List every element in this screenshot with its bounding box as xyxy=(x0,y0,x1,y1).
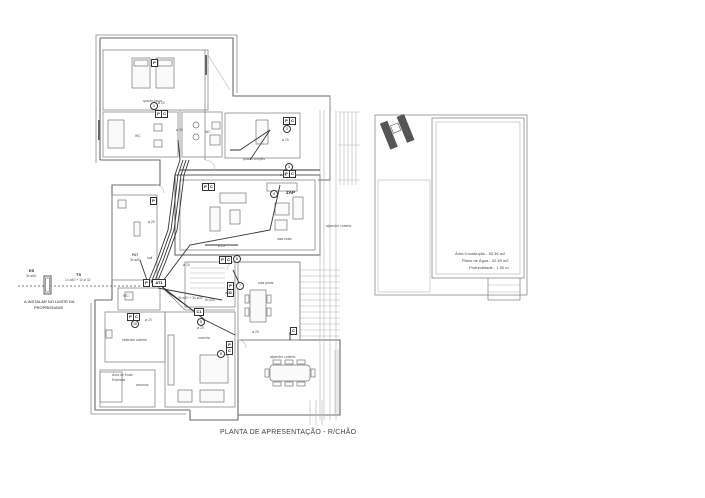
deck-stairs xyxy=(300,269,340,425)
conduit-label: ø 20 xyxy=(145,318,152,322)
dining-table xyxy=(264,359,316,387)
es-label: ES xyxy=(29,268,35,273)
ts-sub-label: 1x ø40 + 1x ø 32 xyxy=(65,278,91,282)
panel-c: C xyxy=(289,117,296,125)
room-label-alpendre-2: alpendre coberto xyxy=(270,355,296,359)
conduit-label: ø 20 xyxy=(280,173,287,177)
zap-label: ZAP xyxy=(286,190,295,195)
circle-number: 3 xyxy=(285,163,293,171)
pat-sub-label: 3x ø40 xyxy=(130,258,141,262)
room-label-alpendre: alpendre coberto xyxy=(326,224,352,228)
room-label-estendal-2: Estendal xyxy=(112,378,126,382)
panel-p: P xyxy=(150,197,157,205)
supply-line xyxy=(18,275,140,295)
room-label-hall: hall xyxy=(147,256,153,260)
room-label-arrumos: arrumos xyxy=(136,383,149,387)
conduit-label: ø 20 xyxy=(197,326,204,330)
middle-table xyxy=(237,261,301,341)
circle-number: 5 xyxy=(197,318,205,326)
conduit-label: ø 20 xyxy=(225,291,232,295)
room-label-quarto-casal: quarto casal xyxy=(143,99,162,103)
bedroom-wing xyxy=(98,49,301,160)
circle-number: 4 xyxy=(270,190,278,198)
pool-profundidade: Profundidade - 1.50 m xyxy=(469,265,509,270)
pool-area xyxy=(374,113,528,301)
panel-p: P xyxy=(143,279,150,287)
panel-c: C xyxy=(161,110,168,118)
conduit-label: ø 20 xyxy=(148,220,155,224)
room-label-wc3: WC xyxy=(123,294,129,298)
room-label-quarto-simples: quarto simples xyxy=(243,157,266,161)
pat-label: PAT xyxy=(132,253,139,257)
pool-area-construcao: Área Construção - 53.36 m2 xyxy=(455,251,506,256)
circle-number: 7 xyxy=(236,282,244,290)
panel-p: P xyxy=(151,59,158,67)
circle-number: 8 xyxy=(217,350,225,358)
conduit-cable-label: 6x ø32 xyxy=(205,298,216,302)
drawing-title: PLANTA DE APRESENTAÇÃO - R/CHÃO xyxy=(220,429,357,436)
room-label-sala-estar: sala estar xyxy=(277,237,292,241)
es-sub-label: 3x ø40 xyxy=(26,274,37,278)
room-label-sala-jantar: sala jantar xyxy=(258,281,274,285)
panel-at1: AT1 xyxy=(152,279,166,287)
circle-number: 6 xyxy=(233,255,241,263)
panel-c1: C1 xyxy=(194,308,204,316)
room-label-wc: WC xyxy=(135,134,141,138)
pool-plano-agua: Plano de Água - 42.45 m2 xyxy=(462,258,509,263)
lower-left-rooms xyxy=(99,287,236,408)
conduit-runs xyxy=(139,129,320,340)
property-limit-note-2: PROPRIEDADE xyxy=(34,305,64,310)
conduit-main-label: 3x ø20 + 3x ø32 xyxy=(178,296,203,300)
panel-c: C xyxy=(226,347,233,355)
circle-number: 1 xyxy=(150,102,158,110)
circle-number: 2 xyxy=(283,125,291,133)
conduit-label: ø 25 xyxy=(218,244,225,248)
panel-c: C xyxy=(290,327,297,335)
property-limit-note-1: A INSTALAR NO LIMITE DA xyxy=(24,299,75,304)
room-label-area-estar: Área de Estar xyxy=(112,373,133,377)
living-room-furniture xyxy=(209,182,304,232)
panel-c: C xyxy=(227,289,234,297)
stair-hall xyxy=(159,261,236,311)
room-label-estendal: estendal coberto xyxy=(122,338,148,342)
utility-room xyxy=(111,194,158,281)
circle-number: 10 xyxy=(131,320,139,328)
panel-c: C xyxy=(208,183,215,191)
conduit-label: ø 20 xyxy=(158,101,165,105)
conduit-label: ø 20 xyxy=(282,138,289,142)
room-label-cozinha: cozinha xyxy=(198,336,210,340)
panel-c: C xyxy=(289,170,296,178)
conduit-label: ø 20 xyxy=(183,263,190,267)
room-label-wc: WC xyxy=(205,130,211,134)
conduit-label: ø 20 xyxy=(252,330,259,334)
panel-c: C xyxy=(225,256,232,264)
conduit-label: ø 20 xyxy=(176,128,183,132)
ts-label: TS xyxy=(76,272,82,277)
